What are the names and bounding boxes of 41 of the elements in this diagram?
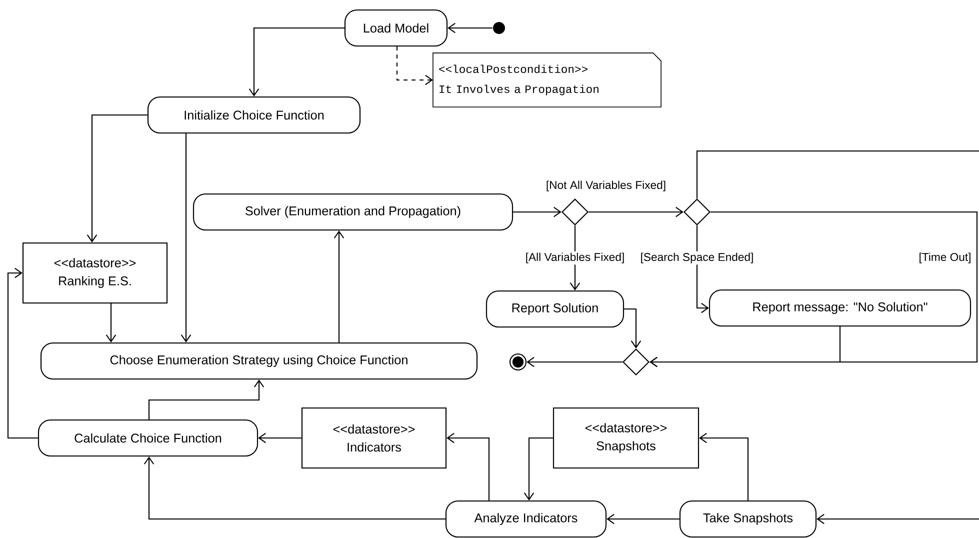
arrow xyxy=(513,206,562,218)
arrow xyxy=(448,22,492,34)
start-dot xyxy=(493,22,505,34)
action-box: Report message: "No Solution" xyxy=(708,289,972,327)
action-box: Solver (Enumeration and Propagation) xyxy=(192,193,514,231)
arrow xyxy=(446,432,490,500)
action-box: Analyze Indicators xyxy=(445,500,607,538)
arrow xyxy=(699,432,749,500)
edge-label: [Not All Variables Fixed] xyxy=(544,179,668,193)
edge-label: [Time Out] xyxy=(917,251,973,265)
arrow xyxy=(144,456,446,520)
action-box: Report Solution xyxy=(486,290,624,328)
arrow xyxy=(248,27,344,96)
arrow xyxy=(396,46,433,86)
arrow xyxy=(624,308,642,348)
edge-label: [All Variables Fixed] xyxy=(524,251,626,265)
arrow xyxy=(588,206,684,218)
note-box: <<localPostcondition>> It Involves a Propagation xyxy=(432,52,662,108)
arrow xyxy=(148,380,264,420)
arrow xyxy=(650,326,841,368)
end-node xyxy=(509,353,527,371)
arrow xyxy=(7,268,38,439)
action-box: Choose Enumeration Strategy using Choice Function xyxy=(40,342,478,380)
action-box: Calculate Choice Function xyxy=(38,419,258,457)
arrow xyxy=(696,226,709,314)
arrow xyxy=(86,114,148,242)
arrow xyxy=(106,304,116,342)
arrow xyxy=(334,230,344,342)
arrow xyxy=(606,514,680,524)
arrow xyxy=(524,437,553,500)
datastore-box: <<datastore>> Ranking E.S. xyxy=(22,242,168,304)
action-box: Initialize Choice Function xyxy=(147,96,361,134)
arrow xyxy=(696,150,979,524)
arrow xyxy=(258,432,302,444)
edge-label: [Search Space Ended] xyxy=(638,251,756,265)
datastore-box: <<datastore>> Snapshots xyxy=(552,407,700,469)
action-box: Take Snapshots xyxy=(679,500,817,538)
action-box: Load Model xyxy=(344,9,448,47)
datastore-box: <<datastore>> Indicators xyxy=(301,407,447,469)
arrow xyxy=(180,134,192,342)
arrow xyxy=(526,356,622,368)
